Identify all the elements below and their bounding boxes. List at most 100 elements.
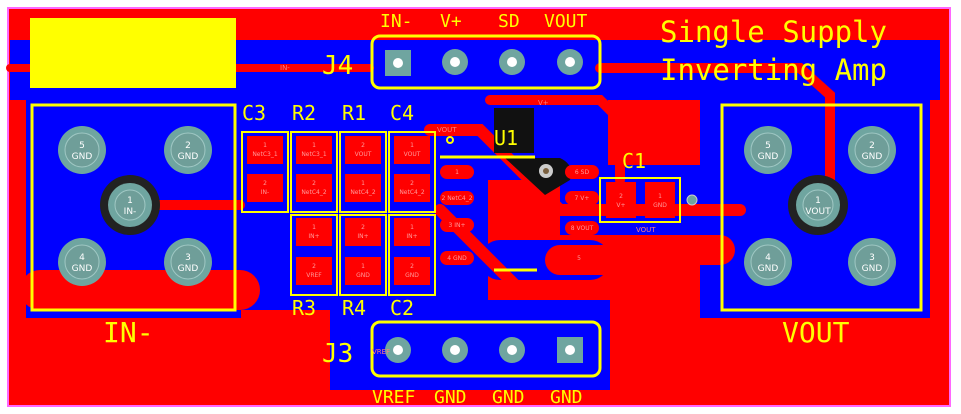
svg-text:NetC4_2: NetC4_2 xyxy=(399,189,425,196)
svg-text:5: 5 xyxy=(765,141,771,151)
u1-pad-2[interactable]: 2 NetC4_2 xyxy=(440,191,474,205)
svg-text:3: 3 xyxy=(185,253,191,263)
svg-text:2: 2 xyxy=(263,180,267,187)
left-pad-1[interactable]: 1IN- xyxy=(108,183,152,227)
svg-text:2: 2 xyxy=(410,180,414,187)
smd-pad[interactable]: 1IN+ xyxy=(394,218,430,246)
svg-text:VOUT: VOUT xyxy=(355,151,372,158)
svg-text:2: 2 xyxy=(185,141,191,151)
svg-text:1: 1 xyxy=(361,180,365,187)
c1-label: C1 xyxy=(622,149,646,173)
svg-text:VOUT: VOUT xyxy=(805,207,831,217)
svg-text:GND: GND xyxy=(758,152,779,162)
smd-pad[interactable]: 2IN- xyxy=(247,174,283,202)
svg-text:4: 4 xyxy=(79,253,85,263)
u1-pad-3[interactable]: 3 IN+ xyxy=(440,218,474,232)
right-connector-label: VOUT xyxy=(782,316,850,349)
c1-pad-2[interactable]: 2V+ xyxy=(606,182,636,218)
j4-header: J4 IN- V+ SD VOUT xyxy=(322,11,602,90)
svg-text:2: 2 xyxy=(410,263,414,270)
svg-text:VREF: VREF xyxy=(306,272,322,279)
svg-text:NetC4_2: NetC4_2 xyxy=(301,189,327,196)
net-labels: VOUT VOUT V+ IN- VREF xyxy=(280,64,656,356)
svg-text:5: 5 xyxy=(577,255,581,262)
u1-pad-7[interactable]: 7 V+ xyxy=(565,191,599,205)
svg-text:7 V+: 7 V+ xyxy=(575,195,590,202)
svg-text:NetC4_2: NetC4_2 xyxy=(350,189,376,196)
j4-pin-label: SD xyxy=(498,11,520,32)
top-traces xyxy=(6,63,835,310)
u1-pad-6[interactable]: 6 SD xyxy=(565,165,599,179)
svg-text:1: 1 xyxy=(455,169,459,176)
svg-text:NetC3_1: NetC3_1 xyxy=(252,151,278,158)
svg-text:3 IN+: 3 IN+ xyxy=(448,222,465,229)
j3-header: J3 VREF GND GND GND xyxy=(322,320,602,408)
svg-text:2: 2 xyxy=(361,142,365,149)
c4-label: C4 xyxy=(390,101,414,125)
svg-text:IN+: IN+ xyxy=(308,233,319,240)
svg-text:IN-: IN- xyxy=(124,207,137,217)
j3-pin-label: GND xyxy=(434,387,467,408)
svg-text:GND: GND xyxy=(405,272,419,279)
svg-text:5: 5 xyxy=(79,141,85,151)
u1-pad-4[interactable]: 4 GND xyxy=(440,251,474,265)
j4-pin-label: IN- xyxy=(380,11,413,32)
svg-text:IN+: IN+ xyxy=(406,233,417,240)
u1-pad-8[interactable]: 8 VOUT xyxy=(565,221,599,235)
smd-pad[interactable]: 1IN+ xyxy=(296,218,332,246)
svg-text:IN-: IN- xyxy=(280,64,290,72)
u1-pad-5[interactable]: 5 xyxy=(562,251,596,265)
u1-label: U1 xyxy=(494,126,518,150)
svg-text:GND: GND xyxy=(862,152,883,162)
j3-pin-label: GND xyxy=(550,387,583,408)
svg-text:1: 1 xyxy=(658,193,662,200)
svg-text:GND: GND xyxy=(758,264,779,274)
svg-text:2: 2 xyxy=(869,141,875,151)
u1-pad-1[interactable]: 1 xyxy=(440,165,474,179)
svg-text:1: 1 xyxy=(312,142,316,149)
svg-text:2: 2 xyxy=(619,193,623,200)
svg-text:NetC3_1: NetC3_1 xyxy=(301,151,327,158)
svg-text:1: 1 xyxy=(361,263,365,270)
svg-text:V+: V+ xyxy=(538,99,549,107)
board-title-line1: Single Supply xyxy=(660,15,887,49)
svg-text:VREF: VREF xyxy=(372,348,390,356)
svg-text:GND: GND xyxy=(653,202,667,209)
svg-text:8 VOUT: 8 VOUT xyxy=(571,225,594,232)
svg-text:1: 1 xyxy=(312,224,316,231)
svg-text:2: 2 xyxy=(361,224,365,231)
r1-label: R1 xyxy=(342,101,366,125)
r2-label: R2 xyxy=(292,101,316,125)
u1-opamp: U1 1 2 NetC4_2 3 IN+ 4 GND 5 6 SD 7 V+ 8… xyxy=(440,108,599,272)
svg-text:V+: V+ xyxy=(616,202,625,209)
smd-pad[interactable]: 2IN+ xyxy=(345,218,381,246)
svg-text:GND: GND xyxy=(178,264,199,274)
svg-text:4: 4 xyxy=(765,253,771,263)
svg-text:VOUT: VOUT xyxy=(437,126,457,134)
j3-pin-label: GND xyxy=(492,387,525,408)
